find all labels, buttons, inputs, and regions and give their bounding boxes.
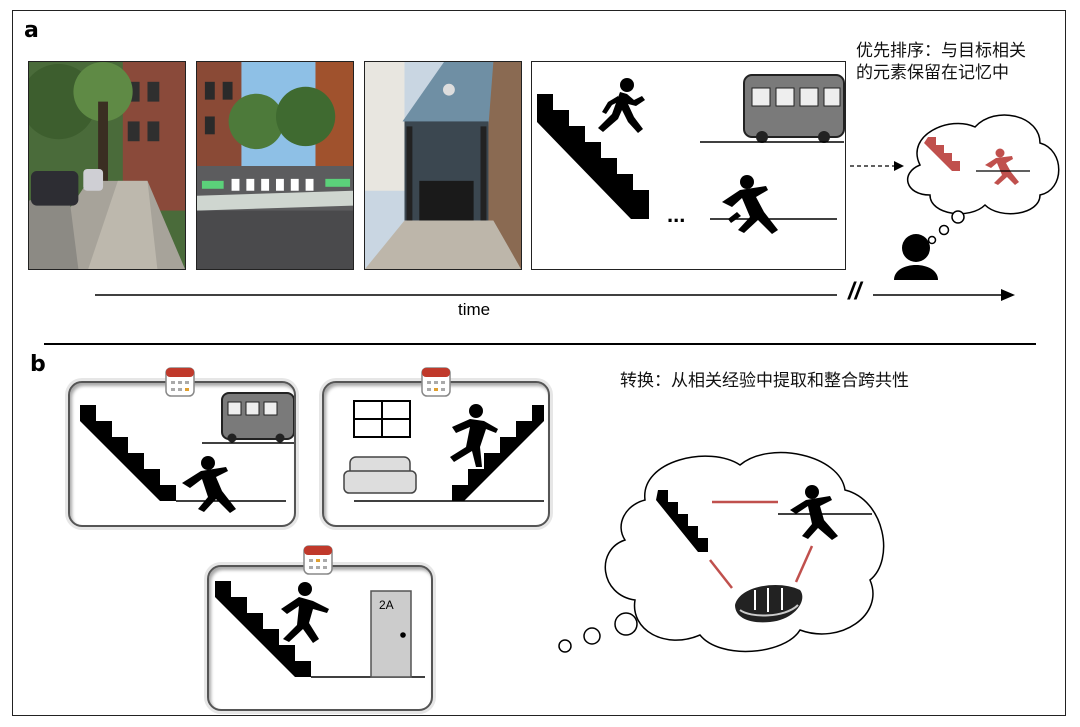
window-icon <box>353 400 411 438</box>
panel-a-label: a <box>24 18 39 43</box>
memory-card-home <box>322 381 550 527</box>
time-axis <box>95 289 1015 301</box>
staircase-icon <box>537 94 649 219</box>
memory-card-door: 2A <box>207 565 433 711</box>
calendar-icon <box>421 367 451 397</box>
panel-a-caption-line1: 优先排序：与目标相关 <box>856 41 1026 61</box>
door-icon <box>370 590 412 678</box>
figure-border <box>12 10 1066 716</box>
door-label: 2A <box>379 598 394 612</box>
thought-cloud-b <box>558 451 885 653</box>
link-stairs-sandal <box>709 559 733 589</box>
subway-train-icon <box>743 74 845 143</box>
panel-b-caption: 转换：从相关经验中提取和整合跨共性 <box>620 371 909 391</box>
photo-crosswalk <box>196 61 354 270</box>
panel-separator <box>44 343 1036 345</box>
staircase-icon <box>215 581 311 677</box>
falling-person-icon <box>450 404 498 467</box>
dashed-arrow <box>850 161 904 171</box>
falling-person-icon <box>182 456 236 513</box>
falling-person-icon <box>722 175 778 234</box>
thought-cloud-a <box>894 114 1060 280</box>
subway-train-icon <box>221 392 295 443</box>
ellipsis-text: ... <box>667 202 685 227</box>
sandal-icon <box>735 585 803 623</box>
falling-person-icon <box>281 582 329 643</box>
photo-subway-entrance <box>364 61 522 270</box>
sofa-icon <box>343 456 417 494</box>
memory-card-train <box>68 381 296 527</box>
cloud-staircase-icon <box>656 490 708 552</box>
panel-a-caption-line2: 的元素保留在记忆中 <box>856 63 1009 83</box>
calendar-icon <box>165 367 195 397</box>
time-label: time <box>458 300 491 319</box>
cloud-falling-person-icon <box>790 485 838 540</box>
axis-break-mark: // <box>848 278 862 305</box>
panel-b-label: b <box>30 352 46 377</box>
staircase-icon <box>80 405 176 501</box>
staircase-icon <box>452 405 544 501</box>
link-person-sandal <box>794 545 814 583</box>
running-person-icon <box>598 78 645 133</box>
panel-a-schematic: ... <box>531 61 846 270</box>
photo-sidewalk <box>28 61 186 270</box>
calendar-icon <box>303 545 333 575</box>
person-silhouette-icon <box>894 234 938 280</box>
memory-staircase-icon <box>924 137 960 171</box>
